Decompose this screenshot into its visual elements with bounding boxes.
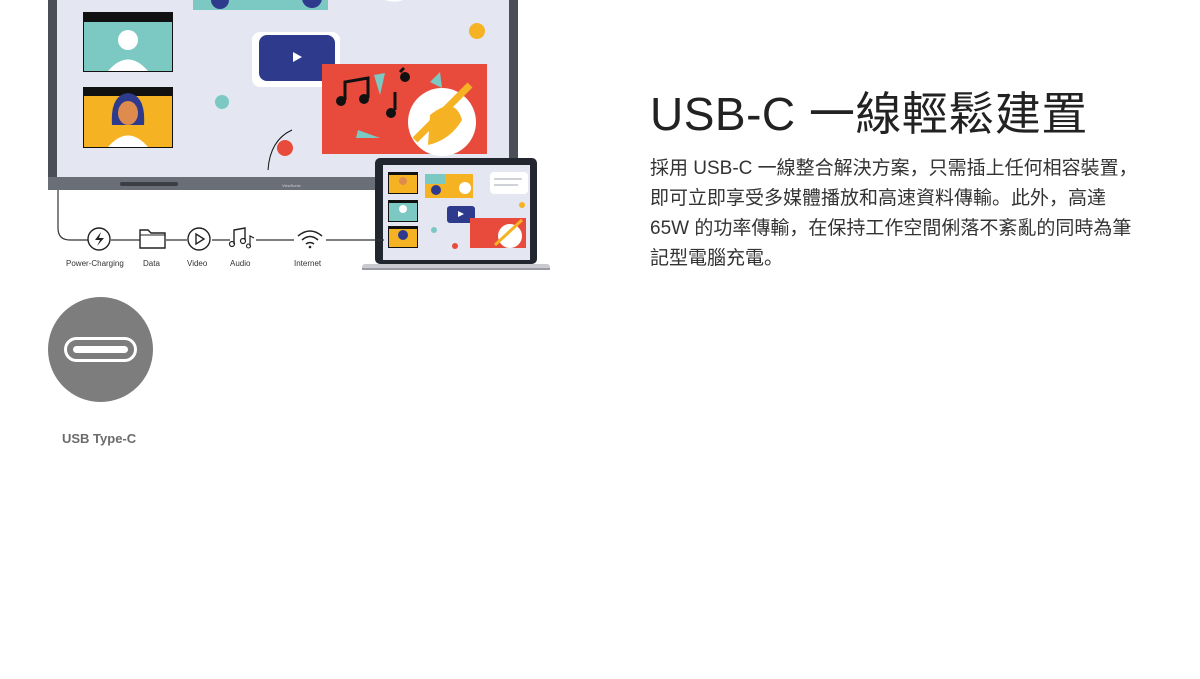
laptop-screen-content: [388, 172, 528, 249]
section-headline: USB-C 一線輕鬆建置: [650, 88, 1088, 140]
power-charging-label: Power-Charging: [66, 259, 124, 268]
usb-c-cable: [57, 190, 384, 241]
video-play-tile: [252, 32, 340, 87]
usb-c-port-icon: [48, 297, 153, 402]
display-brand-logo: ViewSonic: [282, 183, 301, 188]
music-guitar-art: [322, 64, 487, 156]
internet-wifi-icon: [297, 230, 323, 249]
data-folder-icon: [139, 229, 166, 249]
audio-label: Audio: [230, 259, 251, 268]
connectivity-illustration: ViewSonic: [48, 0, 550, 270]
usb-type-c-label: USB Type-C: [62, 431, 137, 446]
video-tile-person-2: [83, 87, 173, 148]
section-body-text: 採用 USB-C 一線整合解決方案，只需插上任何相容裝置，即可立即享受多媒體播放…: [650, 158, 1138, 269]
screen-content: [83, 0, 487, 171]
data-label: Data: [143, 259, 160, 268]
power-charging-icon: [87, 227, 111, 251]
video-tile-person-1: [83, 12, 173, 72]
video-play-icon: [187, 227, 211, 251]
video-label: Video: [187, 259, 208, 268]
laptop: [362, 158, 550, 270]
audio-music-icon: [228, 227, 255, 249]
internet-label: Internet: [294, 259, 322, 268]
usb-c-port-shape: [64, 337, 137, 362]
